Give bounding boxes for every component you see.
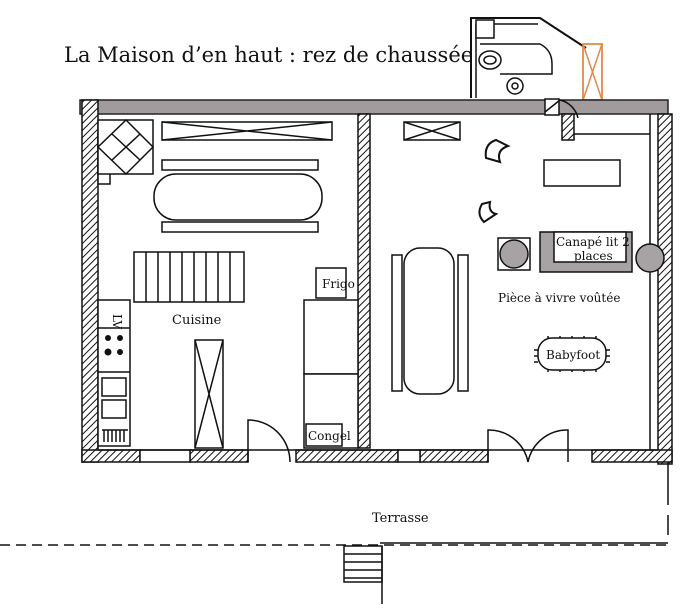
stairs — [133, 251, 245, 303]
fridge-label: Frigo — [322, 277, 355, 291]
lv-label: LV — [110, 314, 124, 330]
top-beam — [79, 99, 669, 115]
armchair-icon — [484, 138, 511, 164]
room-label-living: Pièce à vivre voûtée — [498, 291, 620, 305]
terrace-steps — [343, 545, 383, 583]
living-double-door — [487, 429, 569, 463]
fridge — [315, 267, 347, 299]
freezer — [305, 423, 343, 447]
armchair-icon-2 — [478, 200, 499, 224]
living-furniture — [391, 121, 665, 395]
stove-icon — [635, 243, 665, 273]
terrace — [0, 462, 669, 604]
exterior-walls — [81, 99, 673, 465]
freezer-label: Congel — [308, 429, 351, 443]
upper-door — [544, 99, 579, 119]
room-label-cuisine: Cuisine — [172, 313, 222, 328]
kitchen-table — [153, 173, 323, 221]
interior-walls — [98, 113, 658, 451]
room-label-terrasse: Terrasse — [372, 511, 429, 526]
fridge-cabinet — [303, 299, 359, 375]
bathroom-annex — [470, 17, 603, 101]
kitchen-furniture: LV — [96, 118, 359, 449]
sofa-label-1: Canapé lit 2 — [556, 235, 630, 249]
shower-icon — [480, 43, 553, 75]
dining-table — [403, 247, 455, 395]
sofa-label-2: places — [574, 249, 613, 263]
plan-title: La Maison d’en haut : rez de chaussée — [64, 43, 473, 67]
kitchen-counter — [97, 299, 131, 447]
kitchen-door — [247, 419, 291, 463]
babyfoot-label: Babyfoot — [546, 348, 600, 362]
sink-icon — [475, 19, 495, 39]
babyfoot-table — [534, 336, 610, 372]
